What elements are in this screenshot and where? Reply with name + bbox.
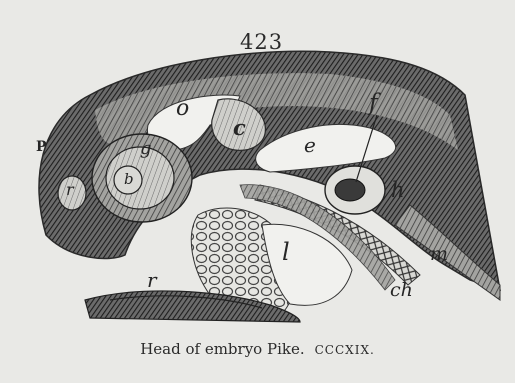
label-b: b	[124, 172, 134, 187]
label-c: c	[233, 117, 246, 138]
label-g: g	[140, 140, 152, 158]
page-number: 423	[240, 30, 283, 54]
caption-title: Head of embryo Pike.	[140, 340, 304, 358]
label-r-upper: r	[66, 182, 74, 198]
label-m: m	[430, 245, 448, 264]
plate-number: CCCXIX.	[315, 343, 375, 357]
label-p: P	[36, 140, 47, 154]
label-e: e	[304, 135, 316, 155]
label-r-lower: r	[147, 270, 157, 290]
label-ch: ch	[390, 281, 413, 300]
figure-caption: Head of embryo Pike. CCCXIX.	[0, 340, 515, 358]
otolith-f	[335, 179, 365, 201]
label-h: h	[391, 180, 405, 201]
label-o: o	[176, 98, 189, 120]
label-l: l	[282, 240, 290, 264]
label-f: f	[369, 92, 378, 115]
